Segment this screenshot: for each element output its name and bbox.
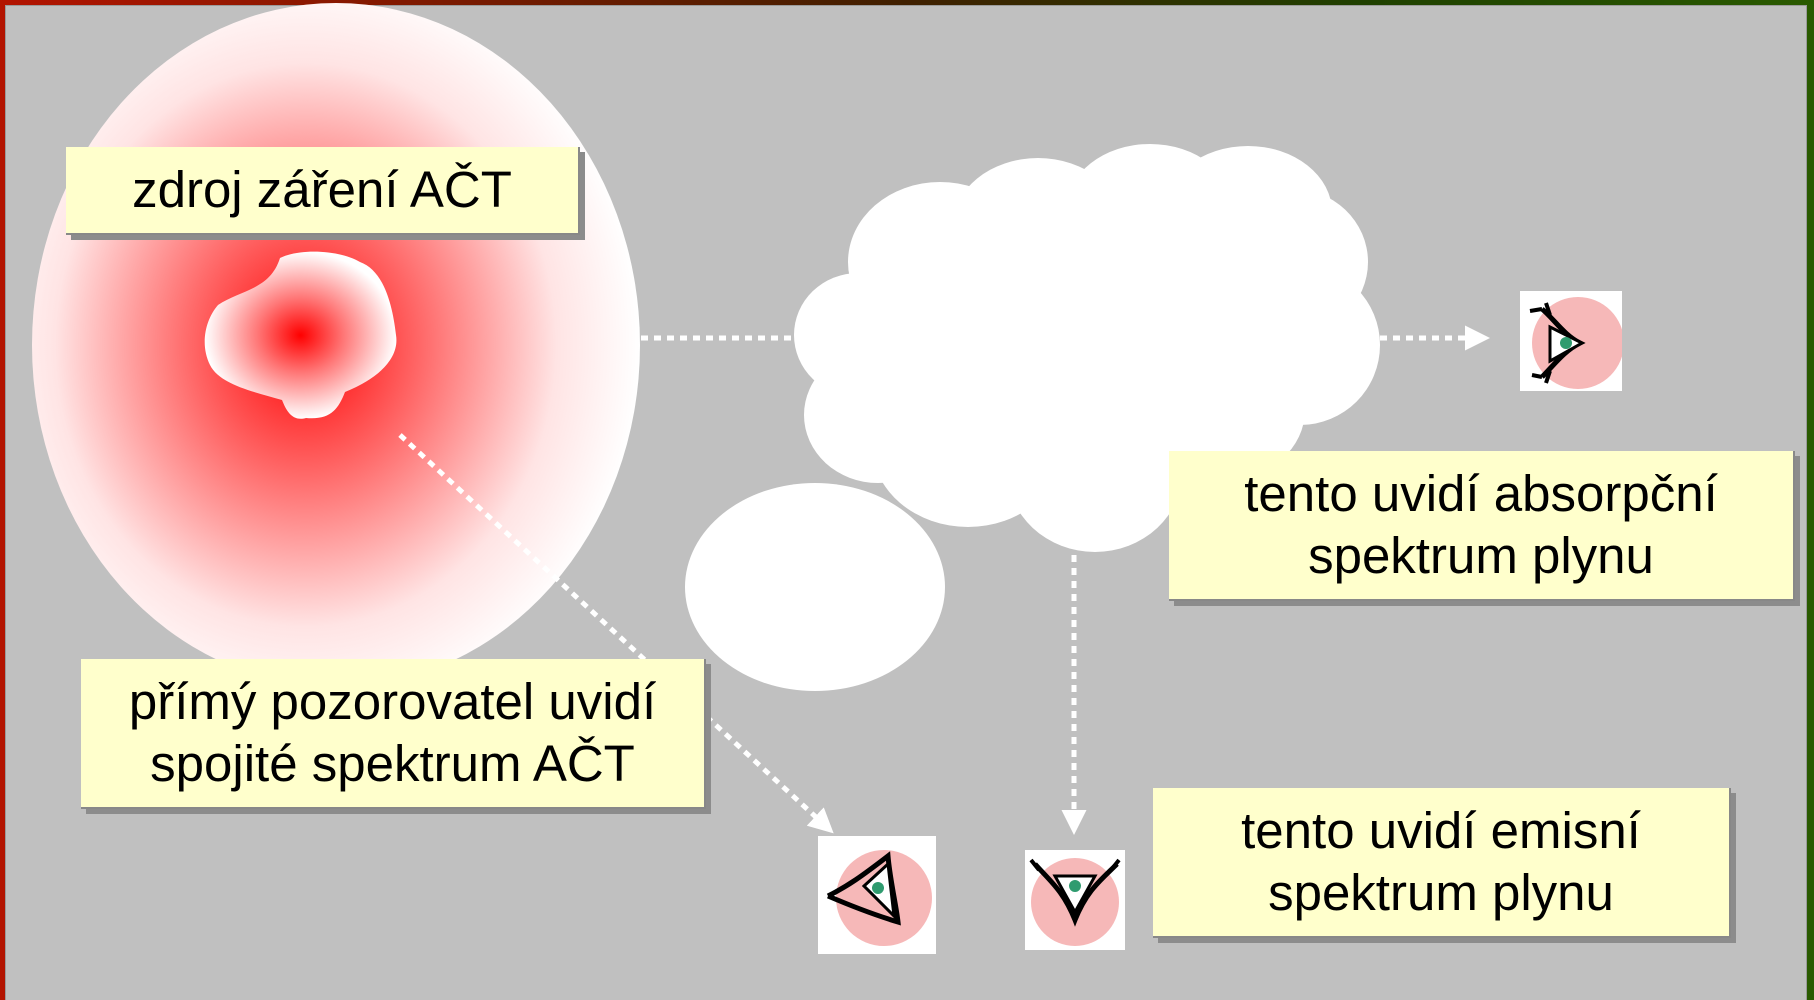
label-direct-observer: přímý pozorovatel uvidí spojité spektrum… bbox=[81, 659, 706, 809]
label-direct-observer-line2: spojité spektrum AČT bbox=[150, 735, 635, 792]
label-direct-observer-line1: přímý pozorovatel uvidí bbox=[128, 673, 657, 730]
eye-icon bbox=[818, 836, 936, 954]
radiation-source-core bbox=[204, 251, 397, 419]
label-absorption-observer-text: tento uvidí absorpční spektrum plynu bbox=[1244, 463, 1717, 587]
label-emission-line1: tento uvidí emisní bbox=[1241, 802, 1641, 859]
label-emission-observer-text: tento uvidí emisní spektrum plynu bbox=[1241, 800, 1641, 924]
label-absorption-line1: tento uvidí absorpční bbox=[1244, 465, 1718, 522]
label-emission-observer: tento uvidí emisní spektrum plynu bbox=[1153, 788, 1731, 938]
label-radiation-source: zdroj záření AČT bbox=[66, 147, 580, 235]
eye-icon bbox=[1520, 291, 1622, 391]
label-radiation-source-text: zdroj záření AČT bbox=[132, 161, 512, 218]
label-absorption-line2: spektrum plynu bbox=[1308, 527, 1654, 584]
label-emission-line2: spektrum plynu bbox=[1268, 864, 1614, 921]
label-direct-observer-text: přímý pozorovatel uvidí spojité spektrum… bbox=[129, 671, 656, 795]
label-absorption-observer: tento uvidí absorpční spektrum plynu bbox=[1169, 451, 1795, 601]
gas-cloud-small bbox=[685, 483, 945, 691]
gas-cloud bbox=[794, 144, 1380, 552]
ray-to-direct-observer bbox=[398, 433, 834, 834]
eye-icon bbox=[1025, 850, 1125, 950]
